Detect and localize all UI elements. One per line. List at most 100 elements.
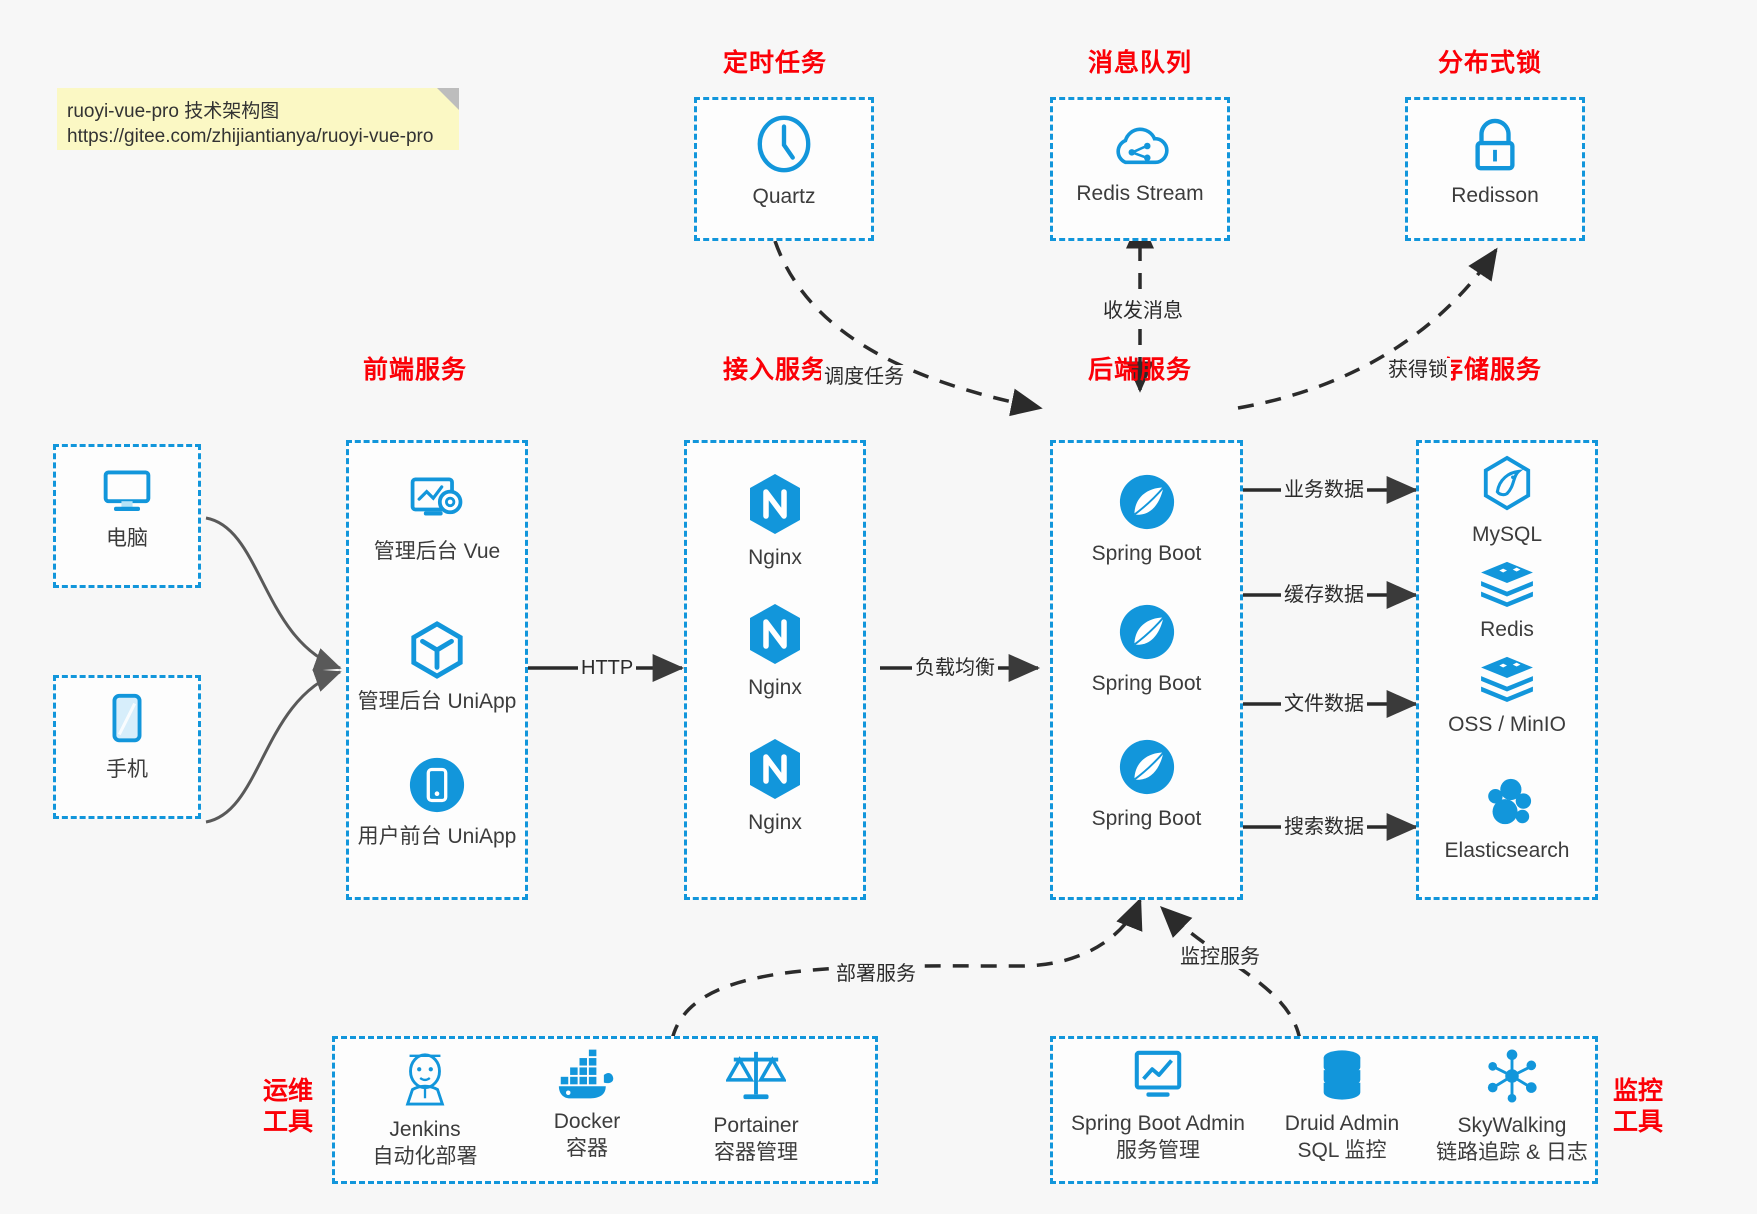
node-label: SkyWalking — [1457, 1114, 1567, 1137]
node-label: Elasticsearch — [1444, 839, 1570, 862]
edge-label-monitor-service: 监控服务 — [1177, 945, 1263, 969]
node-redisson[interactable]: Redisson — [1405, 118, 1585, 209]
node-label: MySQL — [1471, 523, 1542, 546]
clock-icon — [753, 113, 815, 175]
group-box-devops — [332, 1036, 878, 1184]
mysql-dolphin-icon — [1480, 455, 1534, 513]
node-nginx-1[interactable]: Nginx — [684, 472, 866, 571]
edge-label-business-data: 业务数据 — [1281, 478, 1367, 502]
spring-leaf-icon — [1117, 472, 1177, 532]
node-label: Docker — [553, 1110, 621, 1133]
scales-icon — [725, 1048, 787, 1104]
node-mobile[interactable]: 手机 — [53, 692, 201, 783]
node-label: Redis Stream — [1076, 182, 1204, 205]
node-jenkins[interactable]: Jenkins 自动化部署 — [344, 1048, 506, 1171]
node-redis-stream[interactable]: Redis Stream — [1050, 120, 1230, 207]
group-title-devops: 运维 工具 — [258, 1076, 318, 1138]
node-label: Spring Boot — [1091, 542, 1202, 565]
nginx-icon — [746, 737, 804, 801]
group-box-client-desktop — [53, 444, 201, 588]
group-box-frontend — [346, 440, 528, 900]
node-label: Nginx — [748, 546, 802, 569]
node-label: Nginx — [748, 676, 802, 699]
database-icon — [1315, 1048, 1369, 1102]
node-portainer[interactable]: Portainer 容器管理 — [668, 1048, 844, 1167]
edge-label-schedule-task: 调度任务 — [821, 365, 907, 389]
edge-label-cache-data: 缓存数据 — [1281, 583, 1367, 607]
node-label: OSS / MinIO — [1448, 713, 1566, 736]
group-title-message-queue: 消息队列 — [1087, 49, 1192, 77]
monitoring-title-line-2: 工具 — [1612, 1108, 1663, 1136]
note-line-2: https://gitee.com/zhijiantianya/ruoyi-vu… — [67, 126, 434, 147]
spring-leaf-icon — [1117, 737, 1177, 797]
desktop-icon — [99, 465, 155, 517]
node-admin-vue[interactable]: 管理后台 Vue — [346, 472, 528, 565]
monitoring-title-line-1: 监控 — [1612, 1077, 1663, 1105]
node-elasticsearch[interactable]: Elasticsearch — [1416, 775, 1598, 864]
node-label: Spring Boot Admin — [1071, 1112, 1245, 1135]
devops-title-line-1: 运维 — [262, 1077, 313, 1105]
node-docker[interactable]: Docker 容器 — [506, 1048, 668, 1163]
nginx-icon — [746, 602, 804, 666]
node-sublabel: SQL 监控 — [1297, 1139, 1387, 1162]
lock-icon — [1466, 118, 1524, 174]
node-nginx-2[interactable]: Nginx — [684, 602, 866, 701]
node-druid-admin[interactable]: Druid Admin SQL 监控 — [1258, 1048, 1426, 1165]
edge-label-acquire-lock: 获得锁 — [1385, 358, 1451, 382]
node-oss-minio[interactable]: OSS / MinIO — [1416, 655, 1598, 738]
node-spring-boot-2[interactable]: Spring Boot — [1050, 602, 1243, 697]
group-title-scheduled-task: 定时任务 — [722, 49, 827, 77]
edge-label-send-receive-message: 收发消息 — [1100, 299, 1186, 323]
node-label: Jenkins — [389, 1118, 461, 1141]
edge-label-deploy-service: 部署服务 — [833, 962, 919, 986]
group-title-backend: 后端服务 — [1087, 356, 1192, 384]
note-fold-corner — [437, 88, 459, 110]
group-title-frontend: 前端服务 — [362, 356, 467, 384]
sticky-note: ruoyi-vue-pro 技术架构图 https://gitee.com/zh… — [57, 88, 459, 150]
skywalking-node-icon — [1483, 1048, 1541, 1104]
mobile-icon — [103, 692, 151, 748]
elasticsearch-icon — [1479, 775, 1535, 829]
edge-label-file-data: 文件数据 — [1281, 692, 1367, 716]
spring-leaf-icon — [1117, 602, 1177, 662]
redis-stack-icon — [1478, 655, 1536, 703]
node-spring-boot-3[interactable]: Spring Boot — [1050, 737, 1243, 832]
node-label: Redis — [1480, 618, 1534, 641]
node-sublabel: 容器 — [566, 1137, 608, 1160]
edge-label-load-balance: 负载均衡 — [912, 656, 998, 680]
redis-stack-icon — [1478, 560, 1536, 608]
node-label: Quartz — [752, 185, 816, 208]
node-user-uniapp[interactable]: 用户前台 UniApp — [346, 755, 528, 850]
node-spring-boot-1[interactable]: Spring Boot — [1050, 472, 1243, 567]
devops-title-line-2: 工具 — [262, 1108, 313, 1136]
phone-circle-icon — [407, 755, 467, 815]
node-label: Druid Admin — [1284, 1112, 1400, 1135]
node-nginx-3[interactable]: Nginx — [684, 737, 866, 836]
node-desktop[interactable]: 电脑 — [53, 465, 201, 552]
node-sublabel: 服务管理 — [1116, 1139, 1200, 1162]
node-sublabel: 自动化部署 — [372, 1145, 478, 1168]
node-label: 用户前台 UniApp — [357, 825, 517, 848]
node-spring-boot-admin[interactable]: Spring Boot Admin 服务管理 — [1058, 1048, 1258, 1165]
node-label: 管理后台 Vue — [373, 540, 501, 563]
node-skywalking[interactable]: SkyWalking 链路追踪 & 日志 — [1422, 1048, 1602, 1167]
group-title-monitoring: 监控 工具 — [1608, 1076, 1668, 1138]
note-line-1: ruoyi-vue-pro 技术架构图 — [67, 101, 280, 122]
node-mysql[interactable]: MySQL — [1416, 455, 1598, 548]
edge-label-http: HTTP — [578, 656, 637, 680]
node-quartz[interactable]: Quartz — [694, 113, 874, 210]
node-redis[interactable]: Redis — [1416, 560, 1598, 643]
node-label: Spring Boot — [1091, 807, 1202, 830]
node-label: 管理后台 UniApp — [357, 690, 517, 713]
node-admin-uniapp[interactable]: 管理后台 UniApp — [346, 620, 528, 715]
node-label: 电脑 — [106, 527, 148, 550]
node-sublabel: 链路追踪 & 日志 — [1436, 1141, 1588, 1164]
node-sublabel: 容器管理 — [714, 1141, 798, 1164]
node-label: Redisson — [1451, 184, 1539, 207]
node-label: Nginx — [748, 811, 802, 834]
nginx-icon — [746, 472, 804, 536]
node-label: 手机 — [106, 758, 148, 781]
docker-whale-icon — [557, 1048, 617, 1100]
cloud-stream-icon — [1110, 120, 1170, 172]
